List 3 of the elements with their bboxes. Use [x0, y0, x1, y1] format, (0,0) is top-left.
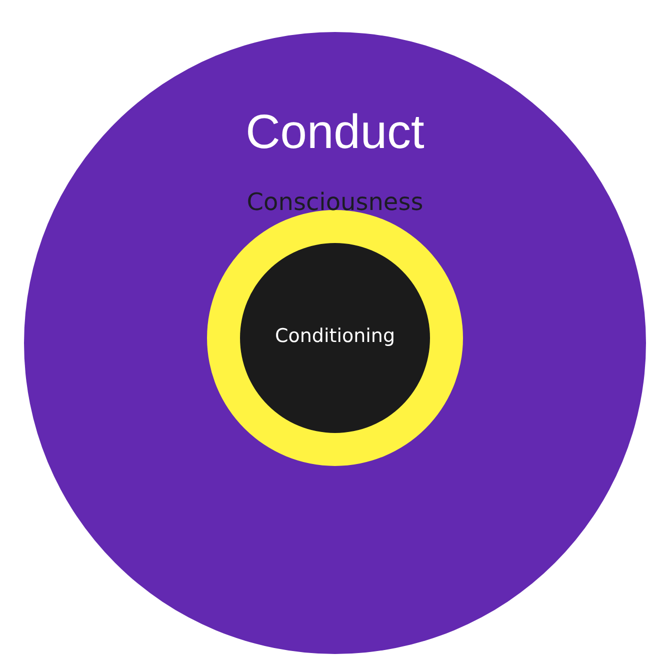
circle-label: Conditioning — [274, 325, 396, 348]
ring-label: Consciousness — [246, 188, 424, 217]
circle-label: Conduct — [244, 105, 426, 161]
